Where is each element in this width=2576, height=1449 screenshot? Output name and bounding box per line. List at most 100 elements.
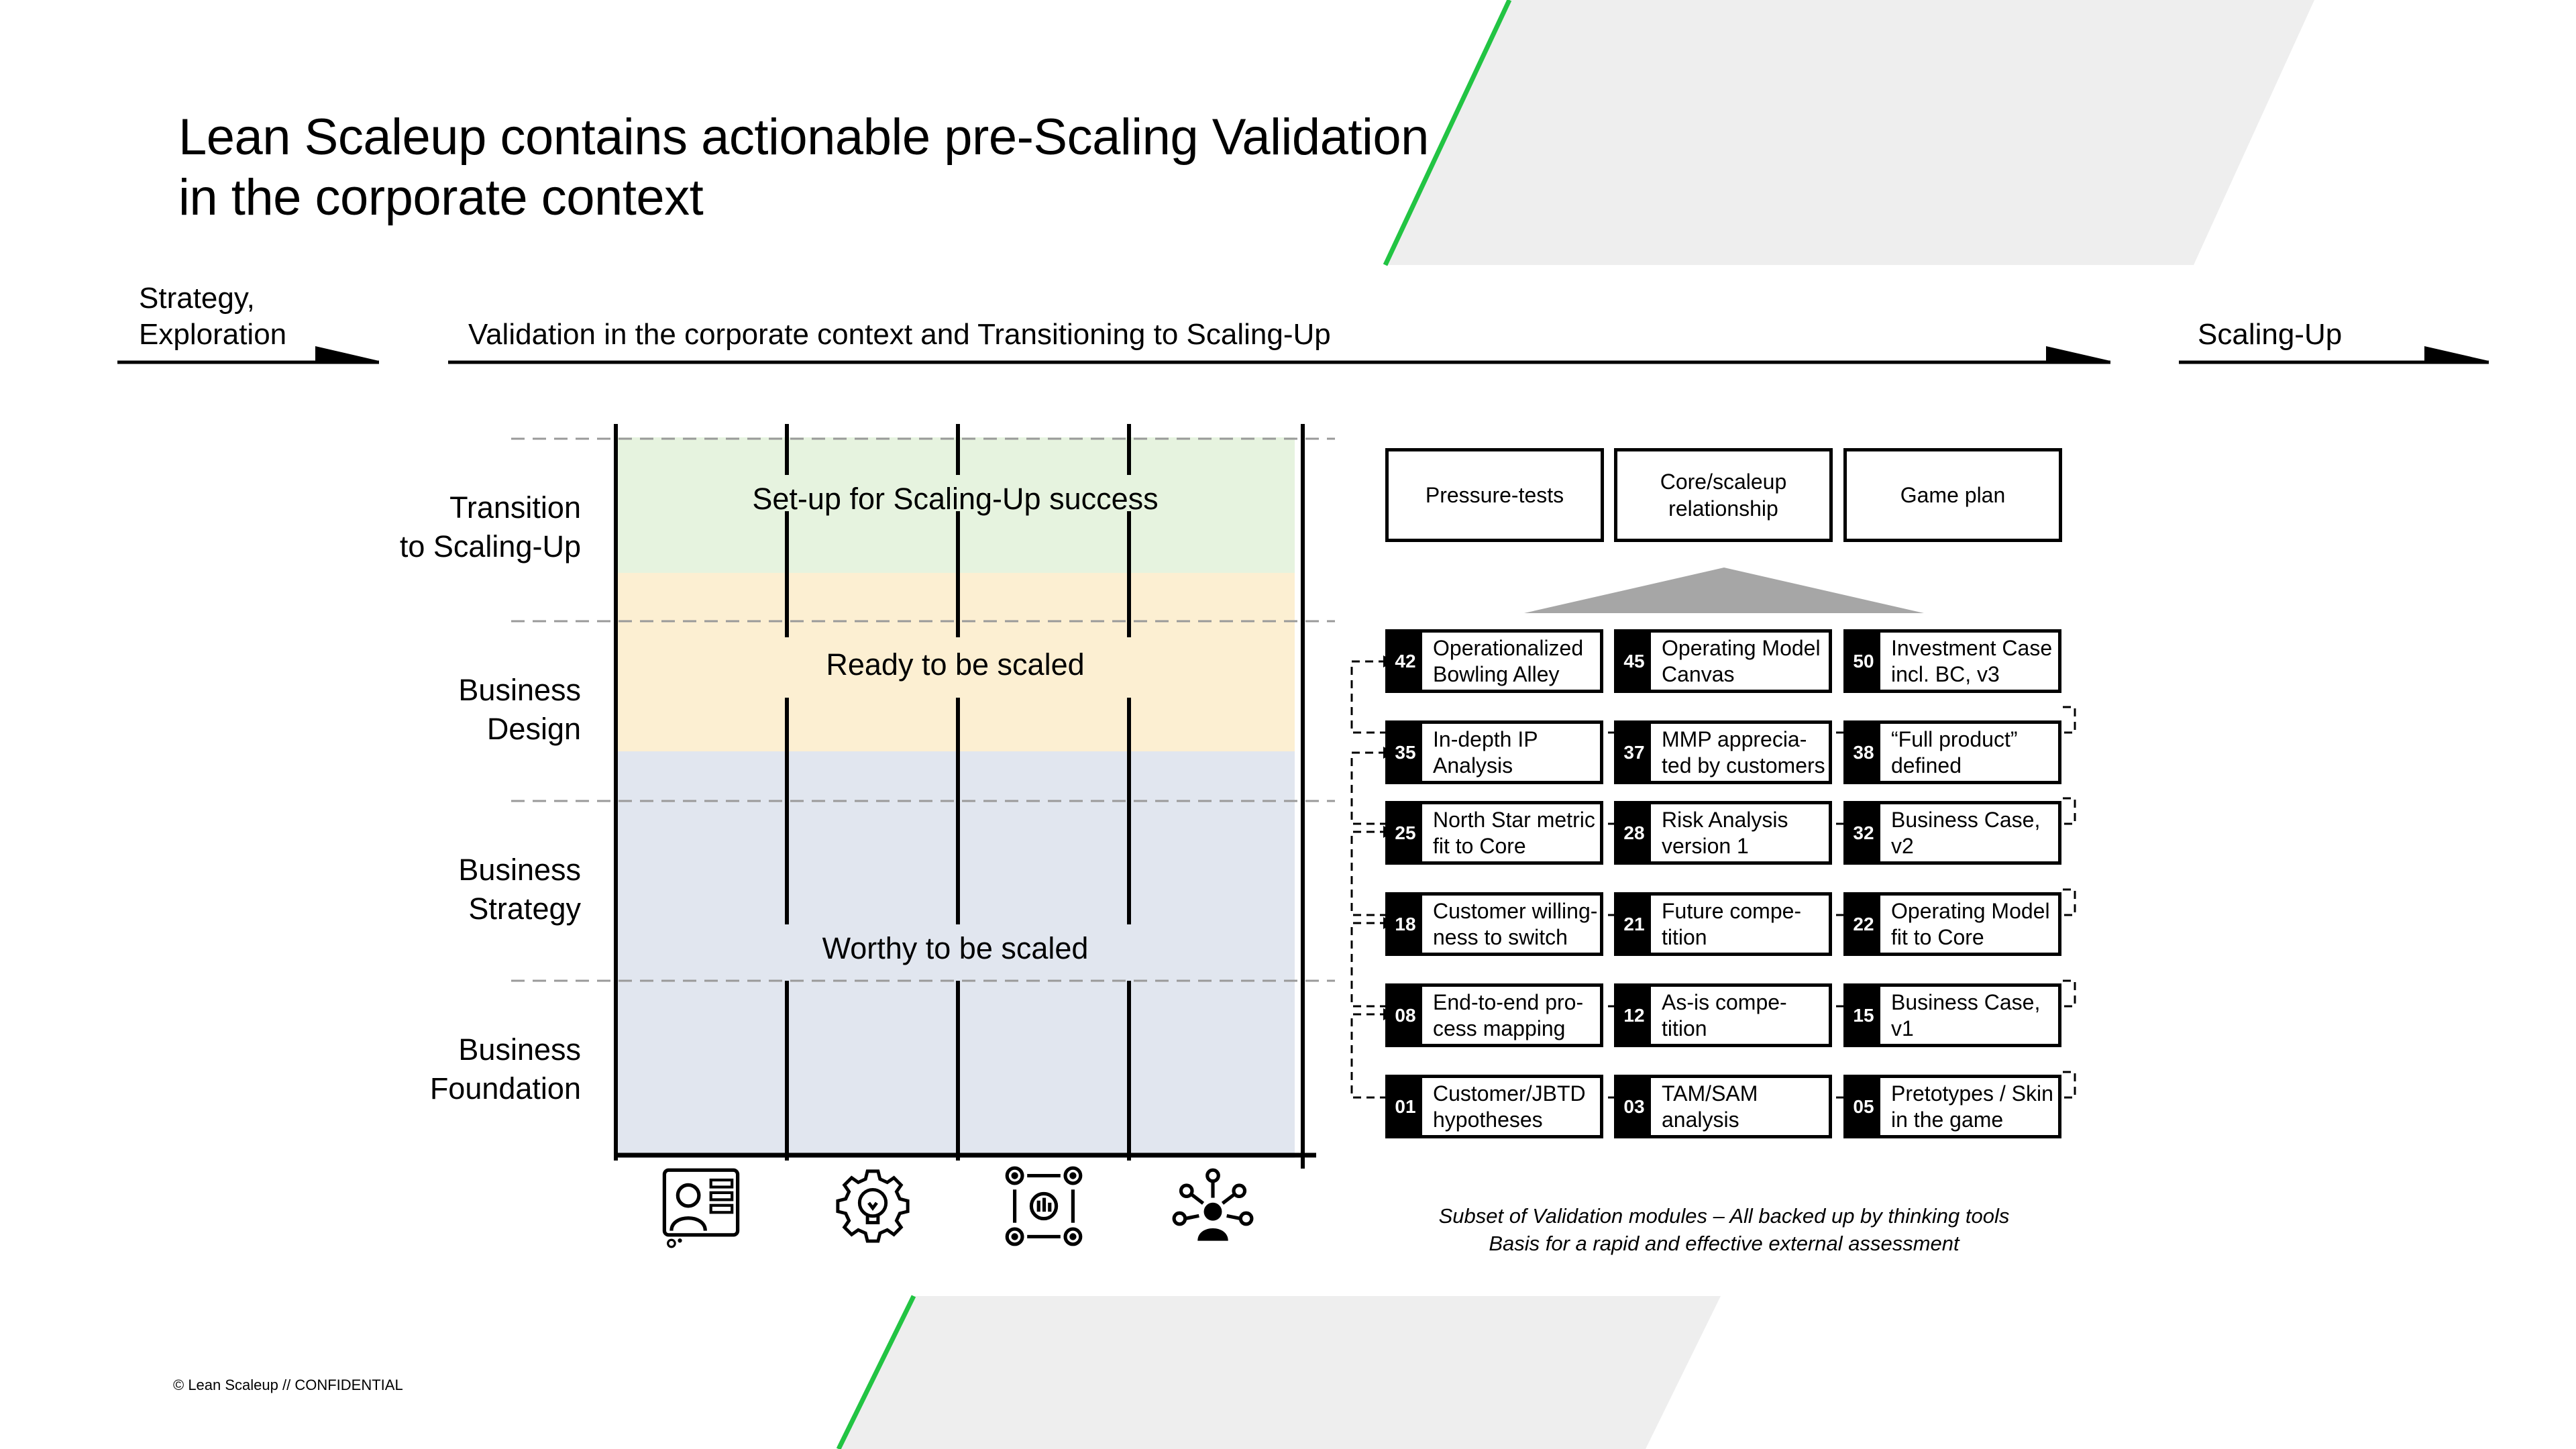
phase-arrow-strategy bbox=[117, 346, 379, 364]
top-box-core-scaleup: Core/scaleup relationship bbox=[1614, 448, 1833, 542]
gear-bulb-icon bbox=[836, 1169, 910, 1243]
module-label: Business Case, v1 bbox=[1891, 990, 2041, 1040]
module-number: 38 bbox=[1847, 724, 1880, 781]
module-label: Customer/JBTD hypotheses bbox=[1433, 1081, 1586, 1132]
module-number: 42 bbox=[1389, 633, 1422, 690]
phase-label-strategy-line1: Strategy, bbox=[139, 282, 255, 315]
module-number: 35 bbox=[1389, 724, 1422, 781]
page-title-line2: in the corporate context bbox=[178, 169, 704, 226]
module-number: 25 bbox=[1389, 804, 1422, 861]
module-label: As-is compe- tition bbox=[1662, 990, 1787, 1040]
modules-caption: Subset of Validation modules – All backe… bbox=[1375, 1202, 2073, 1257]
page-title-line1: Lean Scaleup contains actionable pre-Sca… bbox=[178, 109, 1429, 166]
module-number: 12 bbox=[1617, 987, 1651, 1044]
zone-transition bbox=[616, 437, 1295, 573]
modules-caption-line1: Subset of Validation modules – All backe… bbox=[1438, 1204, 2010, 1228]
stack-peak bbox=[1524, 568, 1924, 613]
profile-card-icon bbox=[662, 1168, 740, 1248]
module-number: 22 bbox=[1847, 896, 1880, 953]
module-number: 18 bbox=[1389, 896, 1422, 953]
row-label-design-line1: Business bbox=[458, 673, 581, 707]
module-number: 15 bbox=[1847, 987, 1880, 1044]
row-label-strategy-line1: Business bbox=[458, 853, 581, 887]
module-box-38: 38“Full product” defined bbox=[1843, 720, 2061, 784]
module-number: 21 bbox=[1617, 896, 1651, 953]
module-label: Future compe- tition bbox=[1662, 899, 1802, 949]
modules-caption-line2: Basis for a rapid and effective external… bbox=[1489, 1232, 1960, 1255]
row-label-transition: Transition to Scaling-Up bbox=[205, 488, 581, 566]
top-green-stripe bbox=[1383, 0, 1512, 266]
row-label-foundation-line1: Business bbox=[458, 1032, 581, 1067]
module-label: TAM/SAM analysis bbox=[1662, 1081, 1758, 1132]
module-number: 01 bbox=[1389, 1078, 1422, 1135]
module-label: Risk Analysis version 1 bbox=[1662, 808, 1788, 858]
module-number: 05 bbox=[1847, 1078, 1880, 1135]
zone-label-setup: Set-up for Scaling-Up success bbox=[752, 482, 1159, 516]
row-label-design-line2: Design bbox=[486, 712, 581, 746]
phase-arrow-validation bbox=[448, 346, 2110, 364]
top-gray-parallelogram bbox=[1385, 0, 2314, 265]
people-exchange-icon bbox=[1005, 1166, 1083, 1246]
module-label: Operating Model Canvas bbox=[1662, 636, 1821, 686]
module-number: 50 bbox=[1847, 633, 1880, 690]
row-label-strategy: Business Strategy bbox=[205, 851, 581, 928]
phase-arrow-scaling bbox=[2179, 346, 2489, 364]
row-label-design: Business Design bbox=[205, 671, 581, 749]
module-label: Operationalized Bowling Alley bbox=[1433, 636, 1584, 686]
zone-label-worthy: Worthy to be scaled bbox=[822, 931, 1089, 965]
phase-label-scaling: Scaling-Up bbox=[2198, 318, 2343, 351]
phase-label-strategy: Strategy, Exploration bbox=[139, 280, 286, 353]
module-number: 32 bbox=[1847, 804, 1880, 861]
zone-design bbox=[616, 573, 1295, 751]
module-number: 08 bbox=[1389, 987, 1422, 1044]
module-number: 37 bbox=[1617, 724, 1651, 781]
module-number: 45 bbox=[1617, 633, 1651, 690]
row-label-strategy-line2: Strategy bbox=[468, 892, 581, 926]
network-person-icon bbox=[1172, 1168, 1254, 1241]
phase-label-validation: Validation in the corporate context and … bbox=[468, 318, 1331, 351]
row-label-transition-line2: to Scaling-Up bbox=[399, 529, 581, 564]
module-label: “Full product” defined bbox=[1891, 727, 2018, 777]
row-label-transition-line1: Transition bbox=[449, 490, 581, 525]
row-label-foundation-line2: Foundation bbox=[429, 1071, 581, 1106]
bottom-green-stripe bbox=[836, 1295, 916, 1449]
module-label: Investment Case incl. BC, v3 bbox=[1891, 636, 2053, 686]
top-box-pressure-tests: Pressure-tests bbox=[1385, 448, 1604, 542]
module-label: Pretotypes / Skin in the game bbox=[1891, 1081, 2053, 1132]
module-label: End-to-end pro- cess mapping bbox=[1433, 990, 1584, 1040]
page-title: Lean Scaleup contains actionable pre-Sca… bbox=[178, 107, 1429, 228]
top-box-game-plan: Game plan bbox=[1843, 448, 2062, 542]
phase-label-strategy-line2: Exploration bbox=[139, 318, 287, 351]
zone-foundation-strategy bbox=[616, 751, 1295, 1158]
module-label: Operating Model fit to Core bbox=[1891, 899, 2050, 949]
module-label: North Star metric fit to Core bbox=[1433, 808, 1595, 858]
module-label: In-depth IP Analysis bbox=[1433, 727, 1538, 777]
module-number: 28 bbox=[1617, 804, 1651, 861]
row-label-foundation: Business Foundation bbox=[205, 1030, 581, 1108]
bottom-gray-parallelogram bbox=[839, 1296, 1721, 1449]
module-label: MMP apprecia- ted by customers bbox=[1662, 727, 1825, 777]
module-label: Business Case, v2 bbox=[1891, 808, 2041, 858]
footer-confidential: © Lean Scaleup // CONFIDENTIAL bbox=[173, 1377, 403, 1393]
module-number: 03 bbox=[1617, 1078, 1651, 1135]
module-label: Customer willing- ness to switch bbox=[1433, 899, 1598, 949]
zone-label-ready: Ready to be scaled bbox=[826, 647, 1085, 682]
